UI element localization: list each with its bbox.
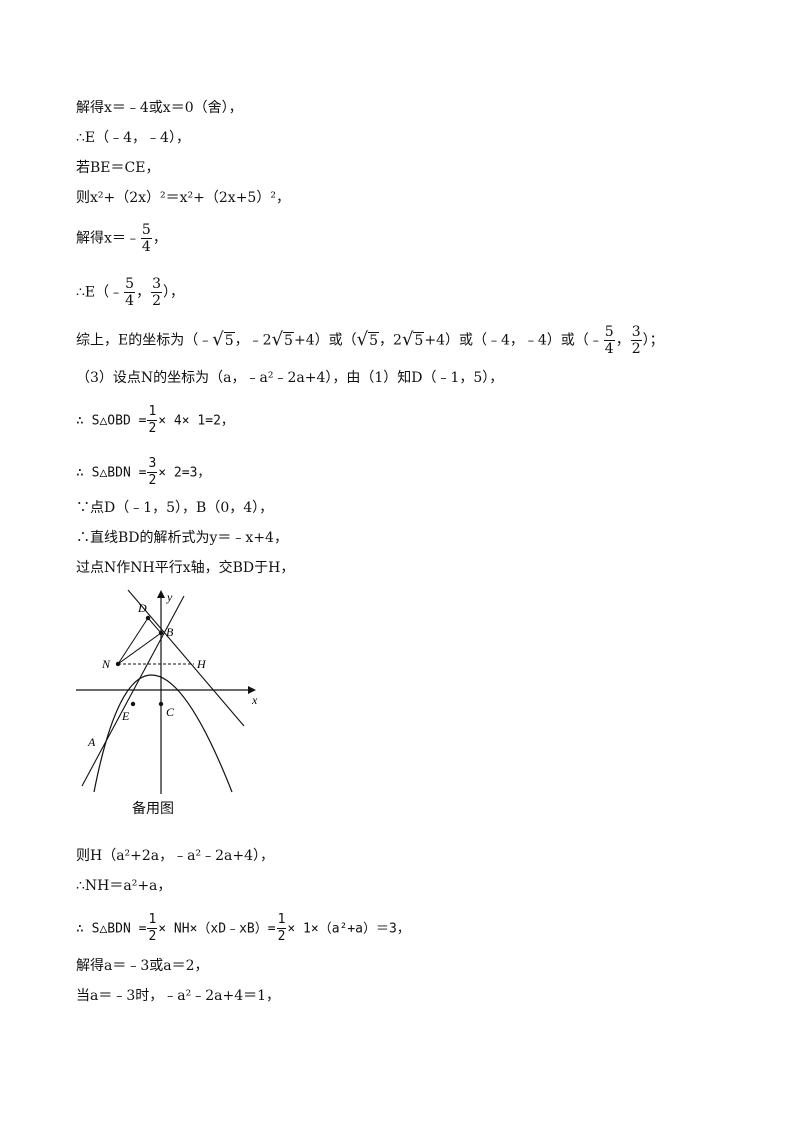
numerator: 5 (140, 222, 152, 239)
numerator: 3 (630, 324, 642, 341)
denominator: 4 (604, 341, 614, 357)
line-ab (81, 595, 185, 787)
y-axis-arrow (157, 590, 165, 598)
numerator: 1 (276, 912, 287, 929)
denominator: 2 (277, 929, 286, 944)
text: × 4× 1=2， (158, 413, 234, 429)
text: ∴ S△BDN = (76, 465, 147, 481)
text: ∴ S△BDN = (76, 921, 147, 937)
label-e: E (121, 709, 130, 723)
label-b: B (166, 625, 174, 639)
line-4: 则x²+（2x）²＝x²+（2x+5）²， (76, 190, 290, 206)
sqrt: √5 (212, 328, 235, 350)
numerator: 5 (124, 276, 136, 293)
text: ，2 (379, 332, 402, 349)
numerator: 3 (151, 276, 162, 293)
line-14: 则H（a²+2a，﹣a²﹣2a+4）， (76, 848, 275, 864)
label-h: H (196, 657, 207, 671)
radicand: 5 (223, 331, 235, 349)
line-18: 当a＝﹣3时，﹣a²﹣2a+4＝1， (76, 988, 281, 1004)
text: ， (136, 284, 151, 301)
x-axis-arrow (248, 686, 256, 694)
denominator: 2 (148, 473, 157, 488)
text: +4）或（ (293, 332, 357, 349)
text: ∴ S△OBD = (76, 413, 147, 429)
line-3: 若BE＝CE， (76, 160, 160, 176)
label-a: A (87, 735, 96, 749)
line-bd (127, 589, 245, 727)
text: 综上，E的坐标为（﹣ (76, 332, 213, 349)
denominator: 2 (631, 341, 641, 357)
parabola-figure: y x D B N H E C A (76, 589, 258, 794)
segment-nd (117, 617, 149, 665)
text: ， (615, 332, 630, 349)
label-y: y (166, 590, 173, 604)
numerator: 1 (147, 912, 158, 929)
segment-nb (117, 632, 162, 665)
text: ∴E（﹣ (76, 284, 124, 301)
numerator: 5 (603, 324, 615, 341)
denominator: 2 (152, 293, 161, 309)
text: × 2=3， (158, 465, 211, 481)
radicand: 5 (283, 331, 294, 349)
text: +4）或（﹣4，﹣4）或（﹣ (424, 332, 603, 349)
text: 解得x＝﹣ (76, 230, 140, 247)
segment-db (147, 617, 162, 634)
text: × NH×（xD﹣xB）= (158, 921, 276, 937)
line-12: ∴直线BD的解析式为y＝﹣x+4， (76, 530, 288, 546)
line-1: 解得x＝﹣4或x＝0（舍）， (76, 100, 243, 116)
text: ）； (642, 332, 664, 349)
label-n: N (101, 657, 111, 671)
sqrt: √5 (271, 328, 294, 350)
label-x: x (251, 693, 258, 707)
sqrt: √5 (356, 328, 380, 350)
text: ， (152, 230, 167, 247)
radicand: 5 (368, 331, 380, 349)
point-c (158, 701, 164, 707)
parabola (93, 674, 233, 793)
denominator: 2 (148, 929, 157, 944)
numerator: 3 (147, 456, 158, 473)
label-d: D (137, 601, 147, 615)
point-d (145, 615, 151, 621)
point-b (158, 630, 164, 636)
line-7: 综上，E的坐标为（﹣√5，﹣2√5+4）或（√5，2√5+4）或（﹣4，﹣4）或… (76, 324, 664, 357)
line-11: ∵点D（﹣1，5），B（0，4）， (76, 500, 274, 516)
denominator: 4 (141, 239, 151, 255)
text: × 1×（a²+a）＝3， (287, 921, 410, 937)
line-17: 解得a＝﹣3或a＝2， (76, 958, 209, 974)
denominator: 2 (148, 421, 157, 436)
line-8: （3）设点N的坐标为（a，﹣a²﹣2a+4），由（1）知D（﹣1，5）， (76, 370, 504, 386)
point-e (130, 701, 136, 707)
label-c: C (166, 705, 175, 719)
line-13: 过点N作NH平行x轴，交BD于H， (76, 560, 295, 576)
point-n (115, 661, 121, 667)
line-2: ∴E（﹣4，﹣4）， (76, 130, 190, 146)
figure-caption: 备用图 (132, 801, 174, 817)
numerator: 1 (147, 404, 158, 421)
sqrt: √5 (401, 328, 425, 350)
radicand: 5 (413, 331, 425, 349)
line-15: ∴NH＝a²+a， (76, 878, 172, 894)
denominator: 4 (125, 293, 135, 309)
text: ，﹣2 (234, 332, 272, 349)
text: ）， (162, 284, 184, 301)
